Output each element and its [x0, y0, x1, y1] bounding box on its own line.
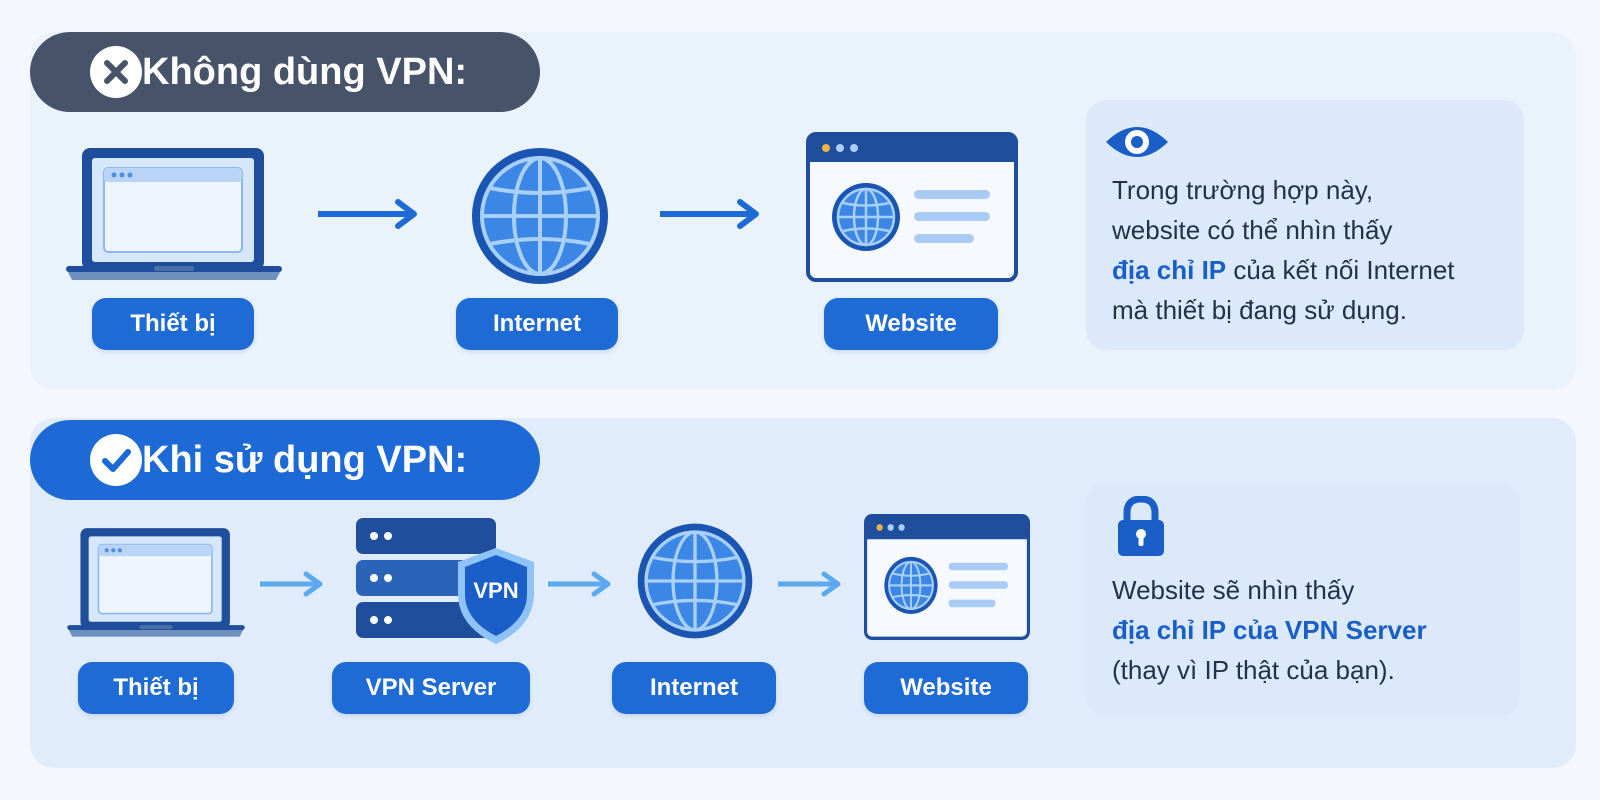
laptop-icon: [67, 528, 245, 637]
info-highlight: địa chỉ IP của VPN Server: [1112, 615, 1427, 645]
heading-text: Khi sử dụng VPN:: [142, 438, 468, 481]
browser-window-icon: [864, 514, 1030, 640]
vpn-server-label: VPN Server: [332, 662, 530, 714]
globe-icon: [472, 148, 608, 284]
info-line: Trong trường hợp này,: [1112, 175, 1374, 205]
info-line: website có thể nhìn thấy: [1112, 215, 1393, 245]
arrow-right-icon: [660, 199, 759, 229]
website-label: Website: [864, 662, 1028, 714]
with-vpn-info-text: Website sẽ nhìn thấy địa chỉ IP của VPN …: [1112, 570, 1427, 690]
website-label: Website: [824, 298, 998, 350]
arrow-right-icon: [548, 571, 611, 597]
without-vpn-heading: Không dùng VPN:: [30, 32, 540, 112]
info-line: Website sẽ nhìn thấy: [1112, 575, 1355, 605]
globe-icon: [637, 523, 753, 639]
shield-icon: [458, 548, 534, 644]
without-vpn-info-text: Trong trường hợp này, website có thể nhì…: [1112, 170, 1455, 330]
check-circle-icon: [90, 434, 142, 486]
info-line: mà thiết bị đang sử dụng.: [1112, 295, 1407, 325]
arrow-right-icon: [318, 199, 417, 229]
heading-text: Không dùng VPN:: [142, 50, 468, 93]
x-circle-icon: [90, 46, 142, 98]
info-line: địa chỉ IP của VPN Server: [1112, 610, 1427, 650]
arrow-right-icon: [260, 571, 323, 597]
info-highlight: địa chỉ IP: [1112, 255, 1227, 285]
info-line: địa chỉ IP của kết nối Internet: [1112, 250, 1455, 290]
shield-label: VPN: [473, 578, 519, 603]
info-line: (thay vì IP thật của bạn).: [1112, 655, 1395, 685]
browser-window-icon: [806, 132, 1018, 282]
internet-label: Internet: [612, 662, 776, 714]
laptop-icon: [66, 148, 282, 280]
internet-label: Internet: [456, 298, 618, 350]
arrow-right-icon: [778, 571, 841, 597]
device-label: Thiết bị: [92, 298, 254, 350]
info-line-rest: của kết nối Internet: [1226, 255, 1455, 285]
device-label: Thiết bị: [78, 662, 234, 714]
with-vpn-heading: Khi sử dụng VPN:: [30, 420, 540, 500]
padlock-icon: [1118, 496, 1164, 556]
eye-icon: [1106, 127, 1168, 157]
